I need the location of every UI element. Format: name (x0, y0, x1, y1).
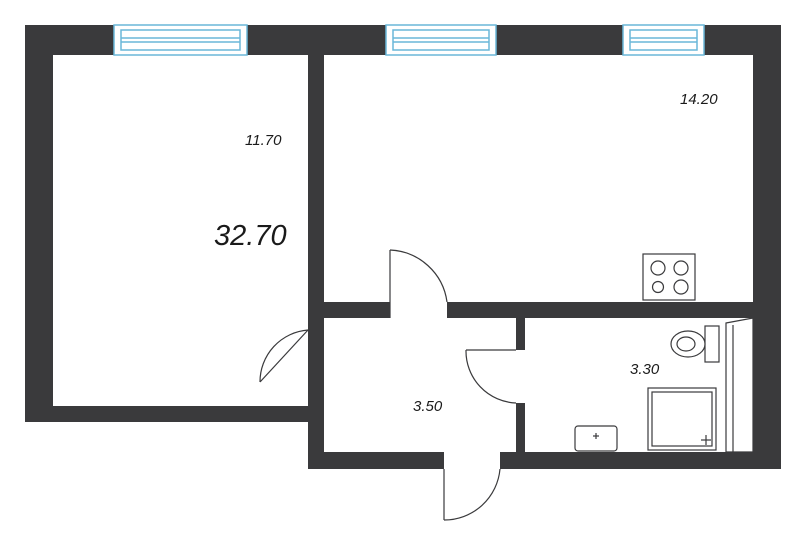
windows (113, 24, 705, 56)
fixtures (574, 253, 754, 453)
wall-bottom-hall (308, 452, 444, 469)
wall-right (753, 25, 781, 469)
doors (259, 249, 517, 521)
wall-interior-vertical (308, 55, 324, 318)
door-entrance (443, 468, 501, 521)
wall-bath-upper (516, 318, 525, 350)
stove-icon (642, 253, 696, 301)
walls (25, 25, 781, 469)
toilet-icon (670, 325, 720, 363)
wall-top-mid-right (496, 25, 623, 55)
window-middle (385, 24, 497, 56)
bathtub-icon (725, 317, 754, 453)
room-area-left: 11.70 (245, 132, 282, 149)
wall-kitchen-hall-right (447, 302, 753, 318)
wall-bottom-bath (500, 452, 781, 469)
shower-icon (647, 387, 717, 451)
wall-hall-left-lip (308, 390, 320, 406)
room-area-kitchen: 14.20 (680, 91, 718, 108)
wall-bottom-left (25, 406, 308, 422)
wall-bath-lower (516, 403, 525, 452)
room-area-bathroom: 3.30 (630, 361, 660, 378)
wall-left (25, 25, 53, 422)
window-left (113, 24, 248, 56)
room-area-hall: 3.50 (413, 398, 443, 415)
door-kitchen (389, 249, 448, 318)
sink-icon (574, 425, 618, 452)
wall-top-mid-left (247, 25, 386, 55)
total-area: 32.70 (214, 220, 287, 252)
door-left-room (259, 329, 309, 383)
wall-kitchen-hall-left (324, 302, 390, 318)
door-bathroom (465, 349, 517, 404)
window-right (622, 24, 705, 56)
